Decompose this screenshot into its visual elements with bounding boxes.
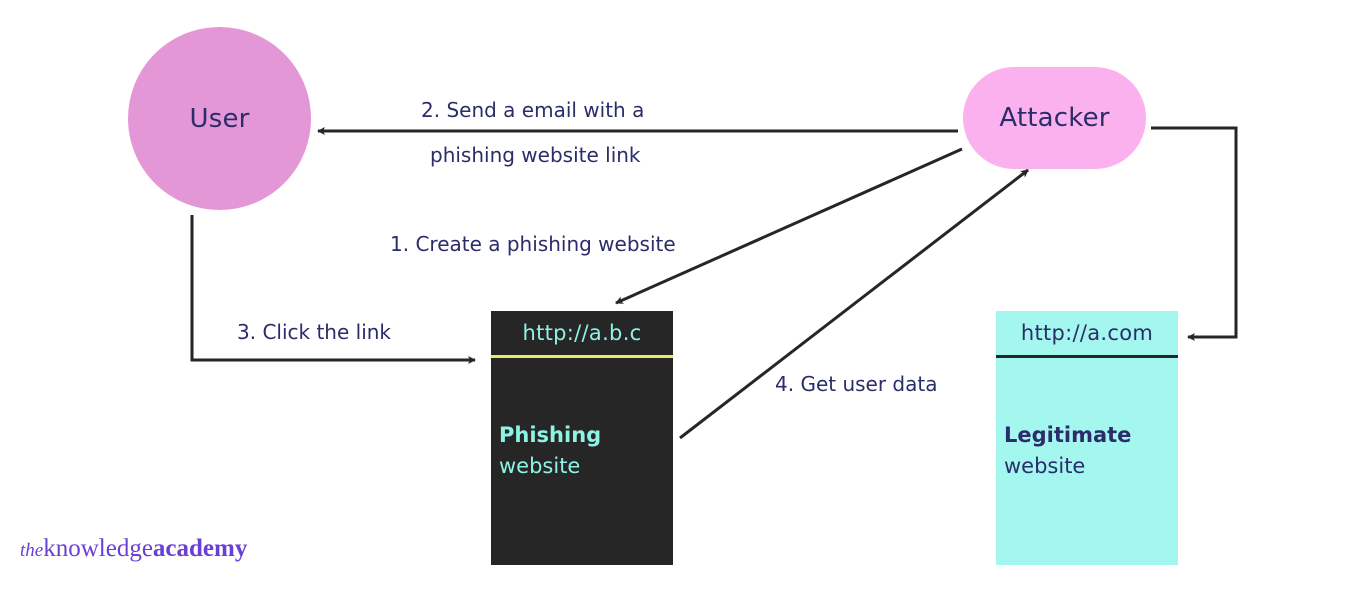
logo-knowledge: knowledge [43, 535, 153, 562]
legitimate-website-body: Legitimate website [996, 358, 1178, 482]
step-2-label-line1: 2. Send a email with a [421, 98, 645, 122]
phishing-website-title: Phishing [499, 423, 602, 447]
step-3-label: 3. Click the link [237, 320, 392, 344]
attacker-node: Attacker [963, 67, 1146, 169]
phishing-website-body: Phishing website [491, 358, 673, 482]
arrow-create-phishing-site [615, 147, 963, 305]
legitimate-website-url: http://a.com [996, 311, 1178, 358]
step-4-label: 4. Get user data [775, 372, 938, 396]
legitimate-website-subtitle: website [1004, 454, 1086, 478]
logo-the: the [20, 540, 44, 561]
step-1-label: 1. Create a phishing website [390, 232, 676, 256]
logo-academy: academy [152, 535, 248, 562]
user-node-label: User [189, 103, 250, 134]
legitimate-website-title: Legitimate [1004, 423, 1132, 447]
legitimate-website-box: http://a.com Legitimate website [996, 311, 1178, 565]
brand-logo: theknowledgeacademy [20, 535, 247, 563]
step-2-label-line2: phishing website link [430, 143, 641, 167]
attacker-node-label: Attacker [999, 103, 1110, 133]
phishing-website-box: http://a.b.c Phishing website [491, 311, 673, 565]
arrow-get-user-data [679, 168, 1029, 440]
phishing-website-url: http://a.b.c [491, 311, 673, 358]
arrow-attacker-to-legit-site [1151, 126, 1238, 341]
user-node: User [128, 27, 311, 210]
phishing-website-subtitle: website [499, 454, 581, 478]
